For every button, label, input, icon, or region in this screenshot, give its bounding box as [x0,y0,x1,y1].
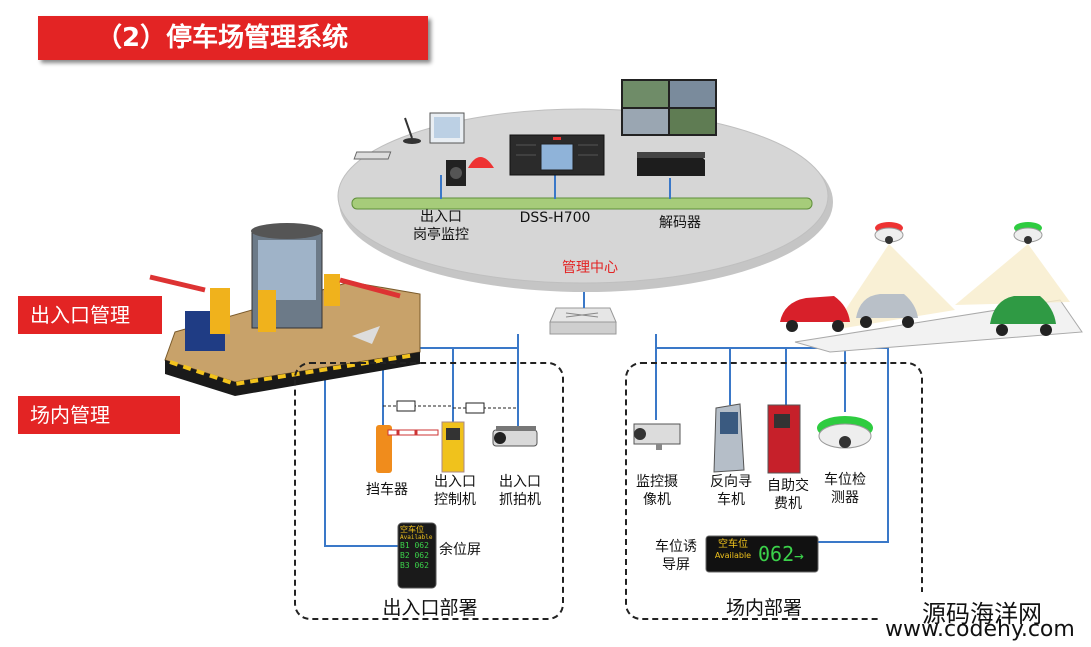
device-label-car-finder-line1: 反向寻 [710,474,752,490]
device-label-control-line1: 出入口 [434,474,476,490]
vacancy-row: B1 062 [400,541,434,551]
parking-scene [780,222,1083,353]
device-label-payment: 自助交 费机 [753,477,823,513]
node-label-workstation: 出入口 岗亭监控 [401,208,481,244]
vacancy-screen-header: 空车位 [400,525,424,534]
node-label-workstation-line2: 岗亭监控 [413,227,469,243]
entrance-zone [294,362,564,620]
network-switch-icon [549,292,617,335]
device-label-barrier: 挡车器 [366,482,408,498]
device-label-guidance-line1: 车位诱 [655,539,697,555]
guidance-screen-cn: 空车位 [718,539,748,550]
decoder-icon [621,79,717,176]
inside-zone-label: 场内部署 [725,597,802,619]
vacancy-row-value: 062 [414,561,429,570]
vacancy-row-label: B1 [400,541,410,550]
vacancy-row-label: B2 [400,551,410,560]
inside-zone [625,362,923,620]
control-machine-icon [441,421,465,473]
management-center [337,108,833,292]
green-detector-icon [1013,222,1043,244]
network-bus [351,197,813,210]
workstation-icon [353,112,494,186]
car-green [990,296,1056,336]
device-label-detector: 车位检 测器 [810,471,880,507]
guidance-screen-value: 062 [758,542,795,566]
guidance-screen-right: 062→ [758,541,816,569]
car-finder-kiosk-icon [713,403,745,473]
interface-boxes [383,400,518,414]
device-label-guidance: 车位诱 导屏 [646,538,706,574]
device-label-guidance-line2: 导屏 [662,557,690,573]
entrance-management-label: 出入口管理 [18,296,162,334]
device-label-control-line2: 控制机 [434,492,476,508]
capture-camera-icon [492,426,538,447]
server-icon [509,134,605,176]
device-label-detector-line1: 车位检 [824,472,866,488]
guidance-screen-en: Available [714,551,752,560]
entrance-zone-label: 出入口部署 [382,597,478,619]
device-label-detector-line2: 测器 [831,490,859,506]
device-label-car-finder: 反向寻 车机 [696,473,766,509]
vacancy-row: B2 062 [400,551,434,561]
device-label-camera-line2: 像机 [643,492,671,508]
vacancy-screen-icon [397,522,437,589]
device-label-control: 出入口 控制机 [420,473,490,509]
barrier-gate-icon [376,425,439,473]
guidance-screen-icon [705,535,819,573]
device-label-camera: 监控摄 像机 [622,473,692,509]
red-detector-icon [874,222,904,244]
device-label-capture: 出入口 抓拍机 [485,473,555,509]
vacancy-row-label: B3 [400,561,410,570]
vacancy-row-value: 062 [414,541,429,550]
node-label-workstation-line1: 出入口 [420,209,462,225]
watermark-url: www.codehy.com [885,617,1075,642]
device-label-camera-line1: 监控摄 [636,474,678,490]
watermark-cn: 源码海洋网 [922,600,1042,628]
management-center-label: 管理中心 [562,260,618,276]
inside-management-label: 场内管理 [18,396,180,434]
guidance-arrow-icon: → [794,546,804,565]
device-label-payment-line2: 费机 [774,496,802,512]
node-label-decoder: 解码器 [659,215,701,231]
car-silver [856,294,918,328]
vacancy-row-value: 062 [414,551,429,560]
surveillance-camera-icon [633,423,681,450]
vacancy-row: B3 062 [400,561,434,571]
vacancy-screen-header-en: Available [400,534,433,541]
car-red [780,296,850,332]
space-detector-icon [817,416,873,449]
device-label-capture-line1: 出入口 [499,474,541,490]
node-label-server: DSS-H700 [519,210,591,226]
watermark-backdrop [880,592,1090,647]
device-label-payment-line1: 自助交 [767,478,809,494]
guidance-screen-left: 空车位 Available [710,539,756,561]
device-label-car-finder-line2: 车机 [717,492,745,508]
device-label-vacancy: 余位屏 [439,542,481,558]
payment-kiosk-icon [767,404,801,474]
device-label-capture-line2: 抓拍机 [499,492,541,508]
vacancy-screen: 空车位 Available B1 062 B2 062 B3 062 [400,525,434,571]
page-title: （2）停车场管理系统 [38,16,428,60]
